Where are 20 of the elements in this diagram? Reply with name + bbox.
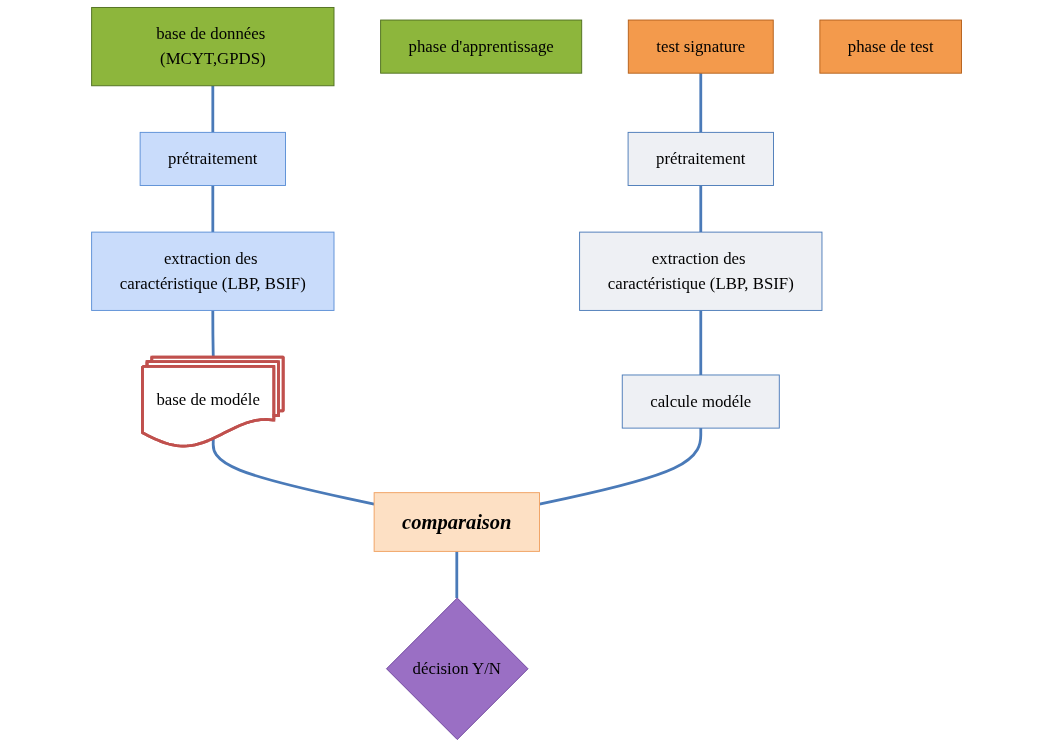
node-diamond: décision Y/N: [386, 597, 529, 740]
connector: [212, 439, 375, 506]
connector: [211, 310, 216, 358]
connector: [211, 85, 215, 133]
node-box: phase d'apprentissage: [380, 19, 583, 74]
connector: [699, 73, 703, 133]
node-box: test signature: [628, 19, 775, 74]
connector: [211, 185, 215, 233]
node-box: extraction des caractéristique (LBP, BSIF): [579, 231, 823, 311]
node-box: phase de test: [819, 19, 963, 74]
node-box: comparaison: [374, 492, 541, 552]
node-box: extraction des caractéristique (LBP, BSIF): [91, 231, 335, 311]
connector: [539, 428, 703, 506]
node-box: prétraitement: [140, 131, 287, 186]
node-box: base de données (MCYT,GPDS): [91, 7, 335, 87]
connector: [455, 551, 459, 598]
connector: [699, 185, 703, 233]
node-box: prétraitement: [628, 131, 775, 186]
node-box: calcule modéle: [622, 374, 781, 429]
connector: [699, 310, 703, 375]
